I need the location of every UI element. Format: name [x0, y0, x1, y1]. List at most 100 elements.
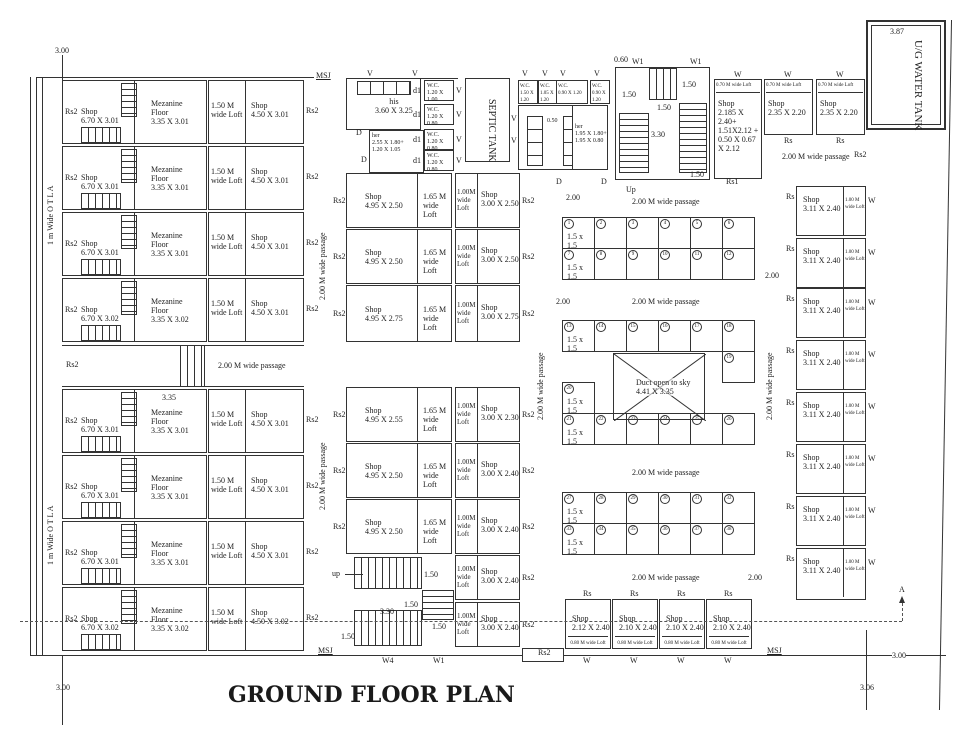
w-label: W	[734, 70, 742, 79]
stall-cell[interactable]: 31	[690, 492, 723, 524]
wall	[843, 445, 844, 493]
stall-cell[interactable]: 19	[722, 351, 755, 383]
stall-cell[interactable]: 11	[690, 248, 723, 280]
dim-stair-330: 3.30	[651, 130, 665, 139]
dim-bottom-left: 3.00	[56, 683, 70, 692]
wall	[843, 341, 844, 389]
mezzanine-label: Mezanine Floor 3.35 X 3.01	[151, 99, 189, 126]
wall	[477, 603, 478, 646]
section-arrow-line	[902, 598, 903, 621]
stall-cell[interactable]: 17	[690, 320, 723, 352]
shop-label: Shop 4.50 X 3.01	[251, 476, 289, 494]
rs2-label: Rs2	[522, 521, 535, 531]
loft-label: 1.50 M wide Loft	[211, 608, 243, 626]
stall-cell[interactable]: 28	[594, 492, 627, 524]
wc-cubicle: W.C. 0.90 X 1.20	[590, 80, 610, 104]
shop-label: Shop 2.35 X 2.20	[768, 99, 806, 117]
stall-cell[interactable]: 26	[722, 413, 755, 445]
rs2-label: Rs2	[306, 547, 319, 556]
shop-label: Shop 6.70 X 3.02	[81, 305, 119, 323]
her-toilet-left: her 2.55 X 1.80+ 1.20 X 1.05	[369, 130, 424, 173]
up-label-lower: up	[332, 569, 340, 578]
wall	[477, 500, 478, 553]
loft-label: 1.00 M wide Loft	[845, 508, 865, 520]
stall-cell[interactable]: 12	[722, 248, 755, 280]
v-label: V	[412, 69, 418, 78]
stall-cell[interactable]: 5	[690, 217, 723, 249]
loft-label: 1.65 M wide Loft	[423, 461, 447, 489]
loft-label: 0.80 M wide Loft	[662, 636, 702, 647]
stall-cell[interactable]: 2	[594, 217, 627, 249]
vpassage-label-3: 2.00 M wide passage	[536, 352, 545, 420]
stall-cell[interactable]: 10	[658, 248, 691, 280]
w-label: W	[583, 656, 591, 665]
stall-cell[interactable]: 37	[690, 523, 723, 555]
shop-label: Shop 4.50 X 3.01	[251, 299, 289, 317]
shop-label: Shop 6.70 X 3.02	[81, 614, 119, 632]
stall-cell[interactable]: 16	[658, 320, 691, 352]
w-label: W	[784, 70, 792, 79]
v-label: V	[511, 136, 517, 145]
stair-icon	[121, 215, 137, 249]
stall-cell[interactable]: 32	[722, 492, 755, 524]
stall-cell[interactable]: 38	[722, 523, 755, 555]
stall-cell[interactable]: 18	[722, 320, 755, 352]
wall	[843, 239, 844, 287]
stall-cell[interactable]: 15	[626, 320, 659, 352]
stall-cell[interactable]: 6	[722, 217, 755, 249]
her-label: her 2.55 X 1.80+ 1.20 X 1.05	[372, 133, 404, 153]
d1-label: d1	[413, 86, 421, 95]
shop-label: Shop 4.50 X 3.01	[251, 410, 289, 428]
stall-cell[interactable]: 3	[626, 217, 659, 249]
stair-icon	[81, 634, 121, 650]
stall-cell[interactable]: 9	[626, 248, 659, 280]
wall	[134, 455, 135, 519]
dim-tank-387: 3.87	[890, 27, 904, 36]
stair-icon	[121, 83, 137, 117]
rs2-label: Rs2	[65, 239, 78, 248]
stall-number-icon: 17	[692, 322, 702, 332]
vpassage-label-4: 2.00 M wide passage	[765, 352, 774, 420]
stall-cell[interactable]: 29	[626, 492, 659, 524]
right-shop-unit: 1.50 M wide Loft Shop 4.50 X 3.01	[208, 278, 304, 342]
stall-number-icon: 30	[660, 494, 670, 504]
wc-cubicle: W.C. 1.05 X 1.20	[538, 80, 558, 104]
rs2-label: Rs2	[65, 305, 78, 314]
stall-cell[interactable]: 34	[594, 523, 627, 555]
loft-label: 1.50 M wide Loft	[211, 299, 243, 317]
stall-cell[interactable]: 4	[658, 217, 691, 249]
stall-cell[interactable]: 35	[626, 523, 659, 555]
rs2-label: Rs2	[306, 613, 319, 622]
stair-icon	[121, 458, 137, 492]
w-label: W	[724, 656, 732, 665]
stall-number-icon: 35	[628, 525, 638, 535]
wall	[477, 556, 478, 599]
wall	[477, 444, 478, 497]
v-label: V	[456, 156, 462, 165]
stall-cell[interactable]: 30	[658, 492, 691, 524]
rs-label: Rs	[786, 398, 795, 407]
wall	[843, 187, 844, 235]
mezzanine-label: Mezanine Floor 3.35 X 3.02	[151, 297, 189, 324]
stair-icon	[121, 524, 137, 558]
stall-cell[interactable]: 8	[594, 248, 627, 280]
stall-cell[interactable]: 14	[594, 320, 627, 352]
stall-cell[interactable]: 36	[658, 523, 691, 555]
